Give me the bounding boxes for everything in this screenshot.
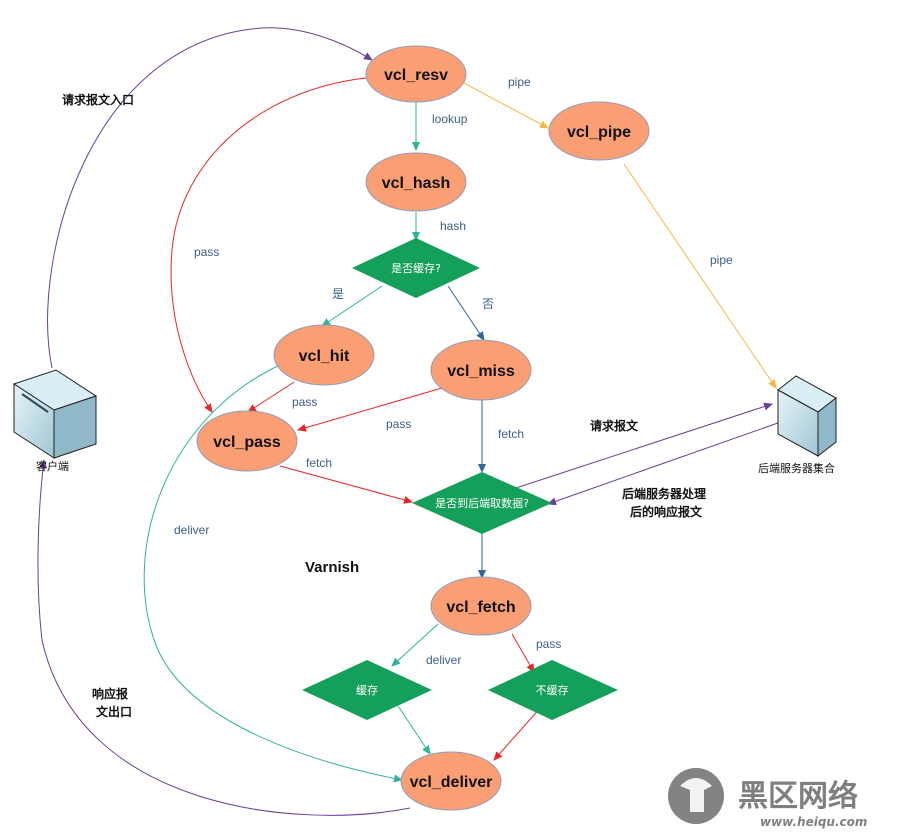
node-vcl-pipe: vcl_pipe bbox=[548, 101, 650, 161]
edge-label-hash: hash bbox=[440, 219, 466, 233]
note-backend-resp-1: 后端服务器处理 bbox=[622, 486, 706, 501]
note-response-exit-1: 响应报 bbox=[92, 686, 128, 701]
edge-deliver-to-client bbox=[37, 459, 411, 816]
decision-cached: 是否缓存? bbox=[352, 238, 480, 298]
note-backend-resp-2: 后的响应报文 bbox=[630, 504, 703, 519]
svg-text:vcl_pass: vcl_pass bbox=[213, 434, 281, 451]
edge-decision-to-hit bbox=[321, 285, 383, 327]
edge-cache-to-deliver bbox=[397, 705, 431, 755]
edge-label-pass-hit: pass bbox=[292, 395, 317, 409]
varnish-title: Varnish bbox=[305, 559, 359, 576]
edge-label-pass-miss: pass bbox=[386, 417, 411, 431]
note-client: 客户端 bbox=[36, 459, 69, 473]
edge-label-yes: 是 bbox=[332, 287, 344, 301]
edge-hit-to-pass bbox=[247, 381, 295, 413]
svg-text:vcl_resv: vcl_resv bbox=[384, 67, 448, 84]
svg-text:vcl_fetch: vcl_fetch bbox=[446, 599, 515, 616]
node-vcl-fetch: vcl_fetch bbox=[430, 576, 532, 636]
note-backend: 后端服务器集合 bbox=[758, 461, 835, 475]
edge-label-pipe-2: pipe bbox=[710, 253, 733, 267]
note-request-entry: 请求报文入口 bbox=[62, 92, 134, 107]
edge-pipe-to-backend bbox=[623, 163, 777, 389]
note-request-msg: 请求报文 bbox=[590, 418, 639, 433]
edge-pass-to-decision2 bbox=[279, 465, 413, 504]
svg-text:vcl_deliver: vcl_deliver bbox=[410, 774, 493, 791]
node-vcl-deliver: vcl_deliver bbox=[400, 751, 502, 811]
edge-label-deliver-hit: deliver bbox=[174, 523, 209, 537]
watermark-logo: 黑区网络 www.heiqu.com bbox=[668, 768, 867, 829]
edge-label-fetch-miss: fetch bbox=[498, 427, 524, 441]
svg-text:www.heiqu.com: www.heiqu.com bbox=[760, 815, 867, 829]
svg-text:vcl_miss: vcl_miss bbox=[447, 363, 515, 380]
edge-resv-to-pass bbox=[170, 77, 367, 413]
svg-text:是否到后端取数据?: 是否到后端取数据? bbox=[435, 496, 529, 510]
decision-fetch-backend: 是否到后端取数据? bbox=[412, 472, 552, 534]
edge-label-pass-fetch: pass bbox=[536, 637, 561, 651]
edge-label-fetch-pass: fetch bbox=[306, 456, 332, 470]
edge-fetch-to-cache bbox=[391, 623, 439, 667]
edge-miss-to-pass bbox=[297, 387, 443, 432]
edge-backend-to-decision bbox=[547, 417, 793, 506]
edge-nocache-to-deliver bbox=[493, 705, 543, 761]
node-vcl-hit: vcl_hit bbox=[273, 324, 375, 386]
svg-text:vcl_hash: vcl_hash bbox=[382, 175, 450, 192]
edge-label-pipe-1: pipe bbox=[508, 75, 531, 89]
svg-text:不缓存: 不缓存 bbox=[536, 683, 569, 697]
node-vcl-miss: vcl_miss bbox=[430, 339, 532, 401]
svg-text:vcl_pipe: vcl_pipe bbox=[567, 124, 631, 141]
svg-text:vcl_hit: vcl_hit bbox=[299, 348, 350, 365]
edge-decision-to-backend bbox=[515, 402, 773, 489]
decision-cache: 缓存 bbox=[302, 660, 432, 720]
edge-hit-to-deliver bbox=[143, 363, 403, 783]
edge-client-to-resv bbox=[47, 27, 373, 369]
edge-label-no: 否 bbox=[482, 297, 494, 311]
note-response-exit-2: 文出口 bbox=[96, 704, 132, 719]
decision-no-cache: 不缓存 bbox=[488, 660, 618, 720]
edge-resv-to-pipe bbox=[461, 81, 549, 129]
svg-text:黑区网络: 黑区网络 bbox=[738, 779, 858, 814]
backend-server-icon bbox=[777, 375, 837, 458]
edge-label-pass-resv: pass bbox=[194, 245, 219, 259]
node-vcl-hash: vcl_hash bbox=[365, 152, 467, 212]
node-vcl-resv: vcl_resv bbox=[365, 45, 467, 103]
edge-fetch-to-nocache bbox=[511, 633, 535, 673]
node-vcl-pass: vcl_pass bbox=[196, 410, 298, 472]
client-computer-icon bbox=[12, 369, 98, 459]
edge-label-lookup: lookup bbox=[432, 112, 468, 126]
svg-text:是否缓存?: 是否缓存? bbox=[391, 261, 441, 275]
edge-decision-to-miss bbox=[447, 285, 485, 341]
edge-label-deliver-fetch: deliver bbox=[426, 653, 461, 667]
svg-text:缓存: 缓存 bbox=[356, 683, 378, 697]
